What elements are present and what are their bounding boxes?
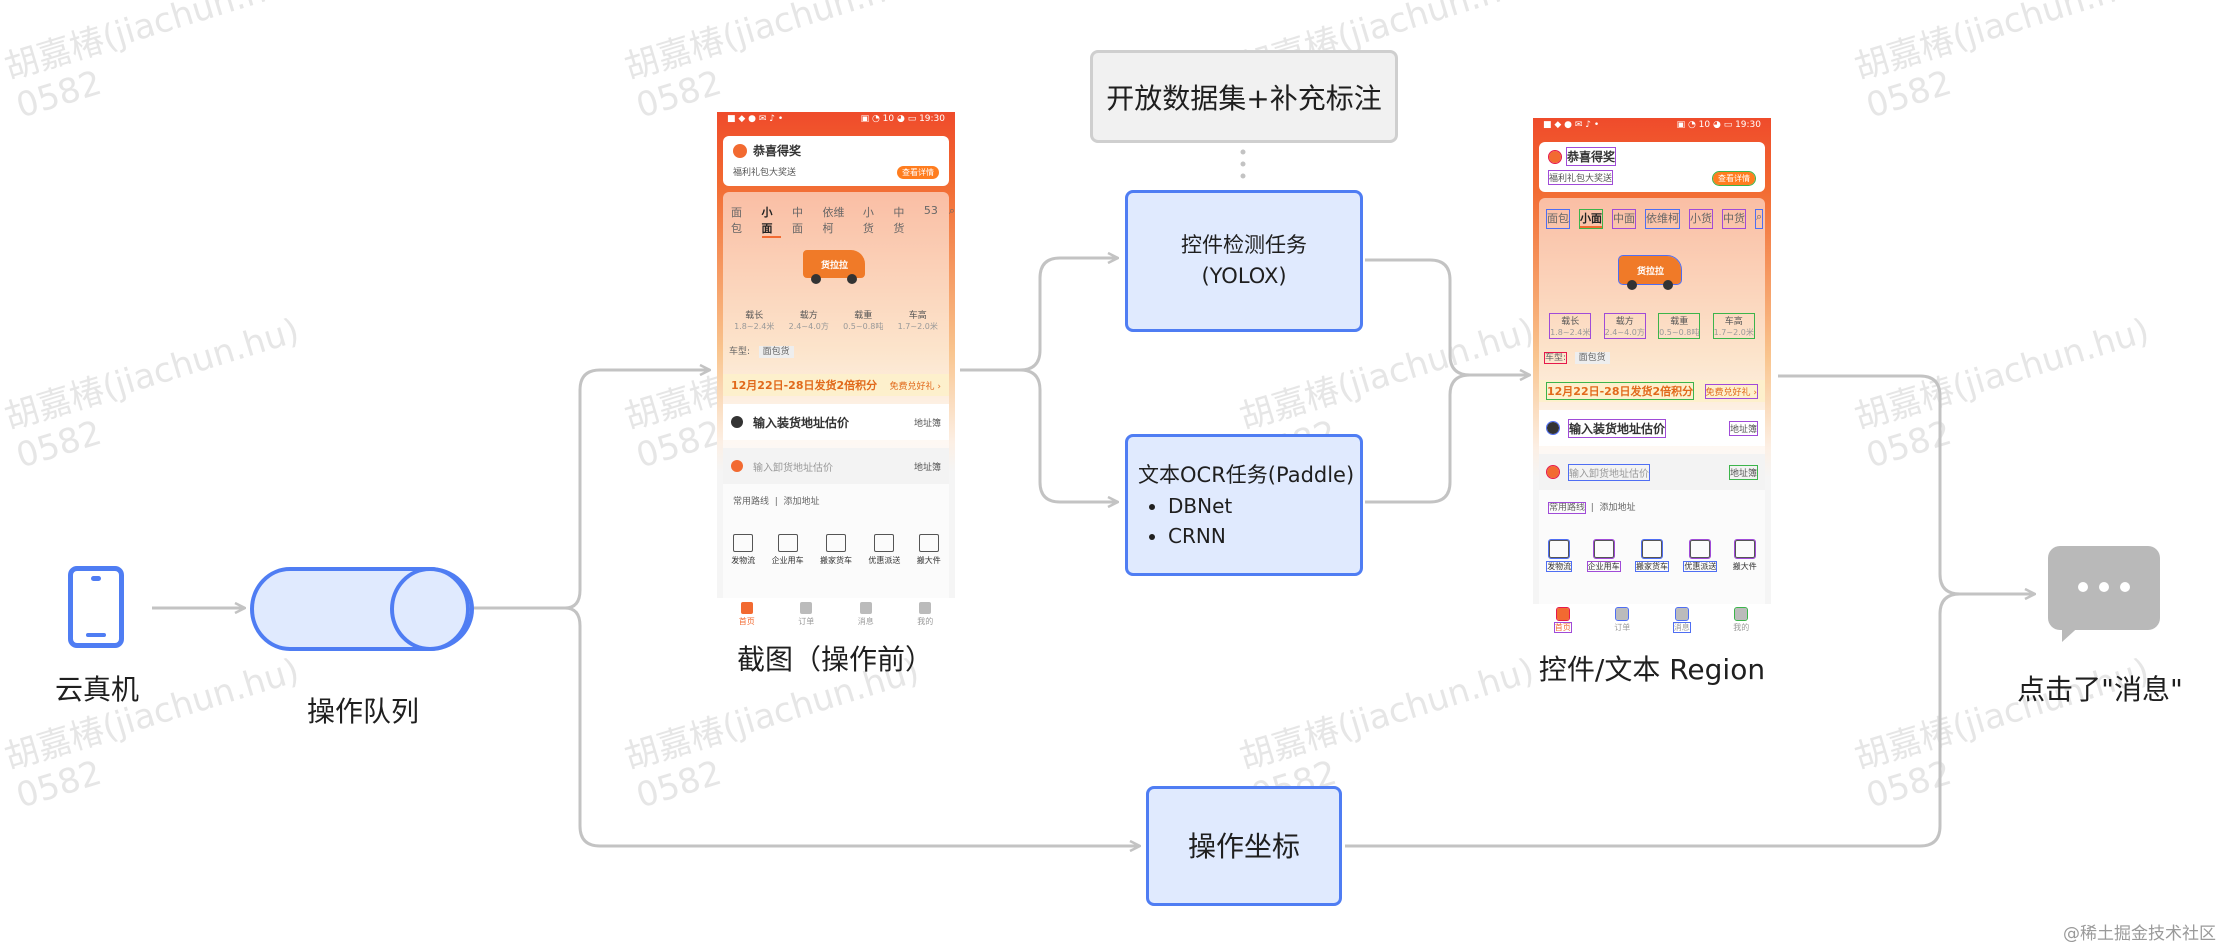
arrow-to-widget-task: [960, 258, 1118, 372]
ocr-item-dbnet: DBNet: [1168, 491, 1232, 521]
arrow-ocr-to-region: [1365, 373, 1471, 504]
gift-icon: [733, 143, 747, 158]
arrow-region-to-result: [1778, 374, 2035, 594]
cloud-phone-label: 云真机: [54, 673, 140, 706]
van-image: 货拉拉: [803, 250, 865, 284]
queue-cylinder-icon: [250, 567, 474, 651]
screenshot-caption: 截图（操作前）: [736, 643, 934, 676]
search-icon: ⌕: [948, 204, 955, 217]
ocr-item-crnn: CRNN: [1168, 521, 1232, 551]
op-coordinate-box: 操作坐标: [1146, 786, 1342, 906]
widget-detection-task: 控件检测任务 (YOLOX): [1125, 190, 1363, 332]
van-image: 货拉拉: [1618, 255, 1682, 290]
result-label: 点击了"消息": [2017, 673, 2183, 706]
arrow-coord-to-result: [1345, 592, 1961, 848]
screenshot-annotated: ■ ◆ ● ✉ ♪ •▣ ◔ 10 ◕ ▭ 19:30 恭喜得奖 福利礼包大奖送…: [1533, 118, 1771, 633]
arrow-to-screenshot: [564, 370, 710, 610]
search-icon: ⌕: [1754, 209, 1764, 229]
cloud-phone-icon: [68, 566, 124, 648]
op-queue-label: 操作队列: [306, 695, 420, 728]
arrow-widget-to-region: [1365, 258, 1530, 375]
footer-credit: @稀土掘金技术社区: [2063, 924, 2216, 944]
screenshot-before: ■ ◆ ● ✉ ♪ •▣ ◔ 10 ◕ ▭ 19:30 恭喜得奖 福利礼包大奖送…: [717, 112, 955, 627]
ocr-task: 文本OCR任务(Paddle) DBNet CRNN: [1125, 434, 1363, 576]
region-caption: 控件/文本 Region: [1538, 653, 1766, 686]
arrow-to-coord: [564, 606, 1140, 846]
gift-icon: [1548, 149, 1562, 164]
message-icon: [2048, 546, 2160, 644]
arrow-to-ocr-task: [960, 368, 1118, 502]
open-dataset-box: 开放数据集+补充标注: [1090, 50, 1398, 143]
